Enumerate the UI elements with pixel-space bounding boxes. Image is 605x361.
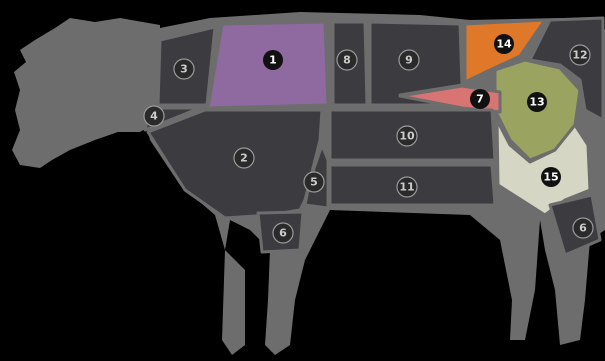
label-14-text: 14 xyxy=(496,38,512,51)
label-6-front-text: 6 xyxy=(279,227,287,240)
label-6-rear-text: 6 xyxy=(579,222,587,235)
label-8-text: 8 xyxy=(343,54,351,67)
label-10-text: 10 xyxy=(399,130,415,143)
label-13: 13 xyxy=(527,92,547,112)
label-15-text: 15 xyxy=(543,171,558,184)
label-12: 12 xyxy=(570,45,590,65)
label-15: 15 xyxy=(541,167,561,187)
label-2: 2 xyxy=(234,148,254,168)
label-1: 1 xyxy=(263,50,283,70)
label-9: 9 xyxy=(399,50,419,70)
label-10: 10 xyxy=(397,126,417,146)
label-7-text: 7 xyxy=(476,93,484,106)
label-5-text: 5 xyxy=(310,176,318,189)
label-4-text: 4 xyxy=(150,110,158,123)
label-4: 4 xyxy=(144,106,164,126)
label-7: 7 xyxy=(470,89,490,109)
label-5: 5 xyxy=(304,172,324,192)
label-9-text: 9 xyxy=(405,54,413,67)
label-1-text: 1 xyxy=(269,54,277,67)
label-3: 3 xyxy=(174,59,194,79)
label-6-front: 6 xyxy=(273,223,293,243)
label-8: 8 xyxy=(337,50,357,70)
label-13-text: 13 xyxy=(529,96,544,109)
cow-head xyxy=(12,18,160,168)
cut-2[interactable] xyxy=(148,110,322,218)
label-6-rear: 6 xyxy=(573,218,593,238)
label-12-text: 12 xyxy=(572,49,587,62)
label-2-text: 2 xyxy=(240,152,248,165)
label-3-text: 3 xyxy=(180,63,188,76)
label-11-text: 11 xyxy=(399,181,414,194)
label-11: 11 xyxy=(397,177,417,197)
label-14: 14 xyxy=(494,34,514,54)
